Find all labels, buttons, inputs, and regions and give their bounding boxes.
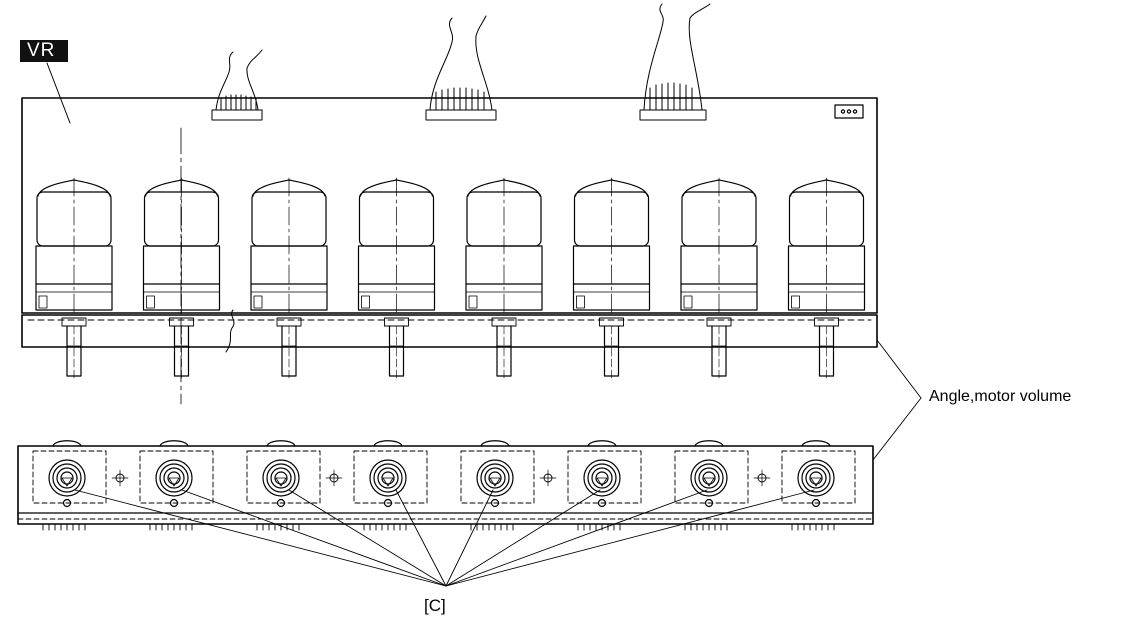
flat-cable-1: [211, 49, 263, 121]
bottom-knob-unit: [32, 440, 129, 531]
angle-bracket-front: [21, 314, 878, 348]
potentiometer-unit: [680, 177, 758, 379]
potentiometer-unit: [357, 177, 436, 379]
angle-bracket-bottom: [17, 445, 874, 525]
bottom-knob-unit: [567, 440, 642, 531]
bottom-knob-unit: [781, 440, 856, 531]
c-label: [C]: [424, 596, 446, 615]
board-small-connector: [834, 104, 864, 119]
angle-leader-lines: [872, 339, 922, 461]
potentiometer-unit: [250, 177, 328, 379]
flat-cable-3: [639, 3, 711, 121]
bottom-knob-unit: [246, 440, 343, 531]
bottom-knob-unit: [674, 440, 771, 531]
vr-label: VR: [20, 40, 68, 62]
potentiometer-unit: [572, 177, 651, 379]
potentiometer-unit: [787, 177, 866, 379]
potentiometer-unit: [142, 177, 221, 379]
vr-board-outline: [21, 97, 878, 314]
bottom-knob-unit: [139, 440, 214, 531]
bottom-knob-unit: [460, 440, 557, 531]
angle-motor-volume-label: Angle,motor volume: [929, 388, 1072, 405]
potentiometer-unit: [35, 177, 113, 379]
potentiometer-unit: [465, 177, 543, 379]
bottom-knob-unit: [353, 440, 428, 531]
flat-cable-2: [425, 15, 497, 121]
c-leader-lines: [74, 489, 815, 587]
vr-leader-line: [46, 62, 71, 124]
bottom-knob-row: [32, 440, 856, 531]
potentiometer-row: [35, 177, 866, 379]
